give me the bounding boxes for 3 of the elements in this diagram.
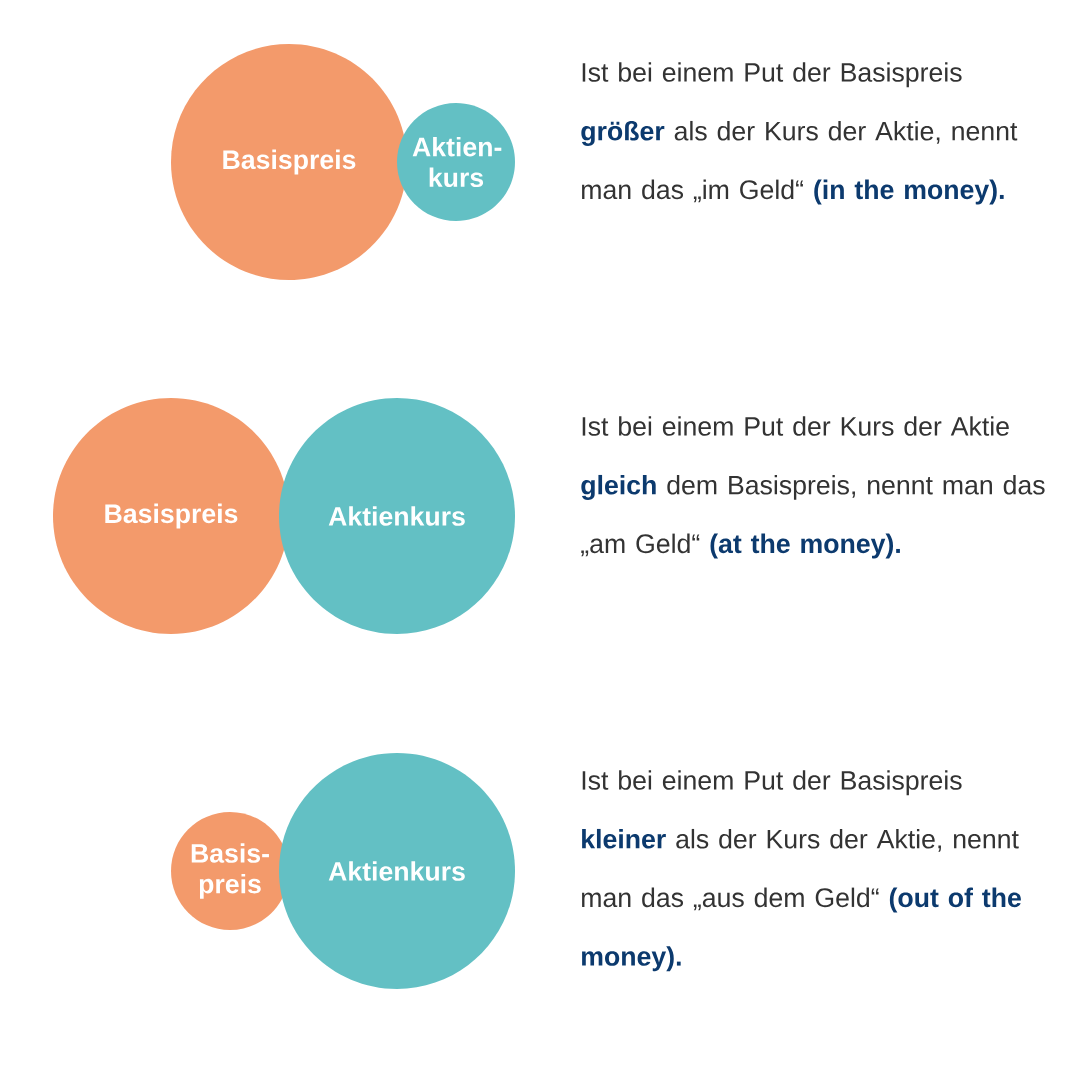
description-text: Ist bei einem Put der Basispreis größer als der Kurs der Aktie, nennt man das „im Geld“ (in the money). [581,62,1018,205]
description-text: Ist bei einem Put der Kurs der Aktie gleich dem Basispreis, nennt man das „am Geld“ (at the money). [581,416,1045,559]
description-text: Ist bei einem Put der Basispreis kleiner als der Kurs der Aktie, nennt man das „aus dem Geld“ (out of the money). [582,770,1021,972]
